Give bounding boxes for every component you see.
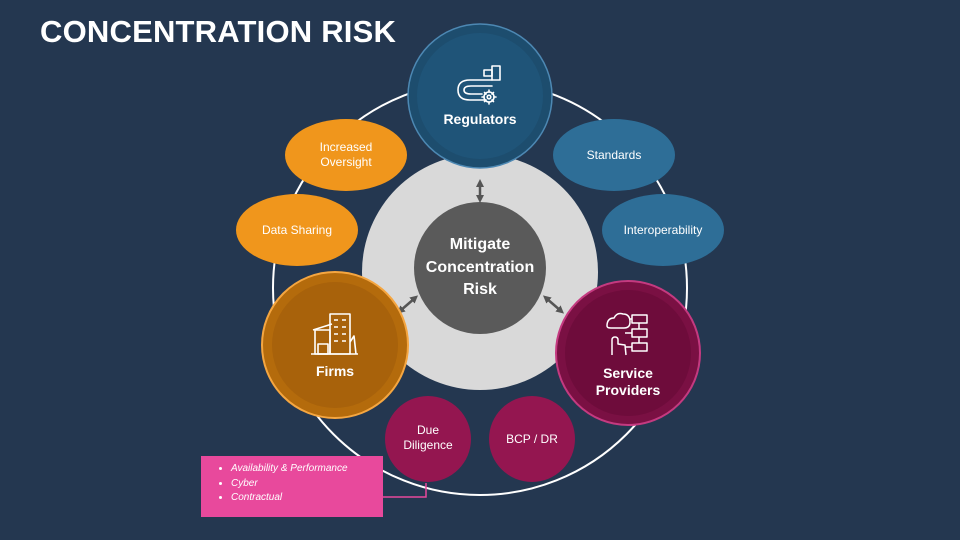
note-item-availability: Availability & Performance — [231, 462, 375, 477]
firms-building-icon — [311, 313, 358, 355]
service-providers-servers-icon — [606, 312, 648, 356]
pill-interoperability — [602, 194, 724, 266]
data-sharing-label: Data Sharing — [261, 222, 333, 237]
standards-label: Standards — [586, 147, 642, 162]
service-providers-label: Service Providers — [595, 364, 661, 399]
due-diligence-note: Availability & Performance Cyber Contrac… — [201, 456, 383, 517]
pill-bcp-dr — [489, 396, 575, 482]
pill-data-sharing — [236, 194, 358, 266]
slide-title: CONCENTRATION RISK — [40, 14, 397, 49]
increased-oversight-label: Increased Oversight — [319, 140, 373, 169]
firms-label: Firms — [315, 363, 355, 380]
note-item-cyber: Cyber — [231, 477, 375, 492]
bcp-dr-label: BCP / DR — [506, 431, 558, 446]
note-connector — [383, 483, 427, 498]
due-diligence-label: Due Diligence — [403, 423, 453, 452]
arrow-firms — [396, 295, 419, 314]
pill-standards — [553, 119, 675, 191]
interoperability-label: Interoperability — [623, 222, 703, 237]
note-list: Availability & Performance Cyber Contrac… — [215, 462, 375, 506]
regulators-gear-icon — [457, 65, 501, 105]
pill-increased-oversight — [285, 119, 407, 191]
node-service-providers — [555, 280, 701, 426]
center-label: Mitigate Concentration Risk — [425, 236, 535, 299]
center-circle — [414, 202, 546, 334]
node-firms — [261, 271, 409, 419]
note-item-contractual: Contractual — [231, 491, 375, 506]
pill-due-diligence — [385, 396, 471, 482]
regulators-label: Regulators — [443, 111, 517, 128]
node-regulators — [407, 23, 553, 169]
arrow-service-providers — [542, 295, 565, 314]
